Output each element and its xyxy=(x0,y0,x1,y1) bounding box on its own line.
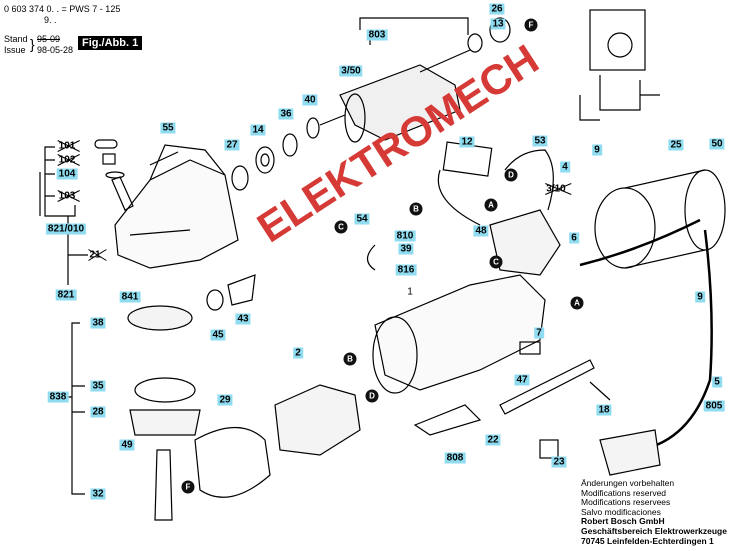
issue-label: Issue xyxy=(4,45,26,55)
part-label[interactable]: 26 xyxy=(489,3,505,15)
connector-marker: C xyxy=(489,255,503,269)
connector-marker: D xyxy=(365,389,379,403)
connector-marker: F xyxy=(181,480,195,494)
part-label[interactable]: 805 xyxy=(703,400,725,412)
part-label[interactable]: 3/50 xyxy=(339,65,363,77)
company-name: Robert Bosch GmbH xyxy=(581,516,665,527)
brace: } xyxy=(30,36,35,52)
part-label[interactable]: 27 xyxy=(224,139,240,151)
connector-marker: F xyxy=(524,18,538,32)
part-label[interactable]: 14 xyxy=(250,124,266,136)
connector-marker: A xyxy=(570,296,584,310)
cross-icon xyxy=(88,249,107,261)
cross-icon xyxy=(57,140,80,152)
issue-date: 98-05-28 xyxy=(37,45,74,55)
part-label[interactable]: 12 xyxy=(459,136,475,148)
part-label[interactable]: 28 xyxy=(90,406,106,418)
connector-marker: A xyxy=(484,198,498,212)
cross-icon xyxy=(545,183,572,195)
part-label[interactable]: 5 xyxy=(712,376,722,388)
part-label[interactable]: 838 xyxy=(47,391,69,403)
part-label[interactable]: 54 xyxy=(354,213,370,225)
part-label[interactable]: 808 xyxy=(444,452,466,464)
struck-part-label: 102 xyxy=(57,154,80,166)
part-label[interactable]: 821/010 xyxy=(45,223,87,235)
part-label[interactable]: 13 xyxy=(490,18,506,30)
part-label[interactable]: 6 xyxy=(569,232,579,244)
part-label[interactable]: 18 xyxy=(596,404,612,416)
part-label[interactable]: 55 xyxy=(160,122,176,134)
part-label[interactable]: 810 xyxy=(394,230,416,242)
connector-marker: D xyxy=(504,168,518,182)
cross-icon xyxy=(57,190,80,202)
part-label[interactable]: 841 xyxy=(119,291,141,303)
connector-marker: C xyxy=(334,220,348,234)
part-label[interactable]: 25 xyxy=(668,139,684,151)
part-label[interactable]: 35 xyxy=(90,380,106,392)
part-label[interactable]: 1 xyxy=(407,286,413,298)
part-label[interactable]: 7 xyxy=(534,327,544,339)
part-label[interactable]: 47 xyxy=(514,374,530,386)
part-label[interactable]: 39 xyxy=(398,243,414,255)
cross-icon xyxy=(57,154,80,166)
part-label[interactable]: 48 xyxy=(473,225,489,237)
model-variant: 9. . xyxy=(44,15,57,25)
part-label[interactable]: 803 xyxy=(366,29,388,41)
part-label[interactable]: 32 xyxy=(90,488,106,500)
part-label[interactable]: 816 xyxy=(395,264,417,276)
part-label[interactable]: 2 xyxy=(293,347,303,359)
connector-marker: B xyxy=(409,202,423,216)
part-label[interactable]: 53 xyxy=(532,135,548,147)
part-label[interactable]: 40 xyxy=(302,94,318,106)
struck-part-label: 103 xyxy=(57,190,80,202)
address: 70745 Leinfelden-Echterdingen 1 xyxy=(581,535,714,546)
division-name: Geschäftsbereich Elektrowerkzeuge xyxy=(581,525,727,536)
part-label[interactable]: 38 xyxy=(90,317,106,329)
old-date: 95-09 xyxy=(37,34,61,44)
part-label[interactable]: 104 xyxy=(56,168,78,180)
stand-label: Stand xyxy=(4,34,28,44)
part-label[interactable]: 23 xyxy=(551,456,567,468)
footer-notes: Änderungen vorbehalten Modifications res… xyxy=(581,478,727,546)
part-label[interactable]: 43 xyxy=(235,313,251,325)
struck-part-label: 21 xyxy=(88,249,107,261)
part-label[interactable]: 9 xyxy=(592,144,602,156)
part-label[interactable]: 45 xyxy=(210,329,226,341)
part-label[interactable]: 49 xyxy=(119,439,135,451)
figure-label: Fig./Abb. 1 xyxy=(78,36,143,50)
part-label[interactable]: 36 xyxy=(278,108,294,120)
model-number: 0 603 374 0. . = PWS 7 - 125 xyxy=(4,4,121,14)
connector-marker: B xyxy=(343,352,357,366)
part-label[interactable]: 821 xyxy=(55,289,77,301)
part-label[interactable]: 9 xyxy=(695,291,705,303)
struck-part-label: 3/10 xyxy=(545,183,572,195)
part-label[interactable]: 4 xyxy=(560,161,570,173)
struck-part-label: 101 xyxy=(57,140,80,152)
part-label[interactable]: 22 xyxy=(485,434,501,446)
part-label[interactable]: 29 xyxy=(217,394,233,406)
part-label[interactable]: 50 xyxy=(709,138,725,150)
